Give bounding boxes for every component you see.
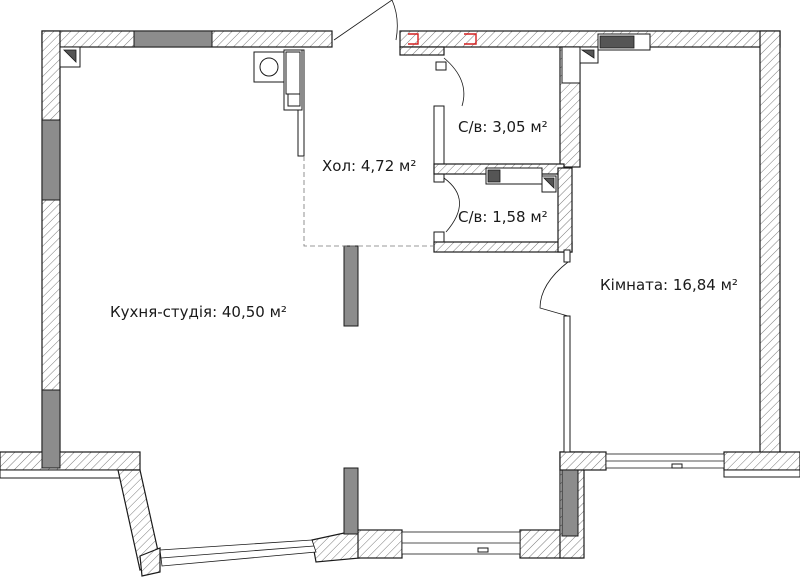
wall-bay-bottom-left [139, 547, 161, 577]
label-hall: Хол: 4,72 м² [322, 157, 416, 175]
wall-bath1-left [433, 105, 445, 183]
pipe-box-lower [287, 93, 301, 107]
ledge-line-right [723, 469, 800, 478]
column-top [133, 30, 213, 48]
label-bath2: С/в: 1,58 м² [458, 208, 548, 226]
wall-bath2-bottom [433, 241, 573, 253]
wall-room-left [563, 315, 571, 453]
door-entrance [333, 0, 398, 41]
column-bottom [343, 467, 359, 535]
room-labels: Кухня-студія: 40,50 м² Хол: 4,72 м² С/в:… [110, 118, 738, 321]
riser-marks [408, 33, 477, 45]
wall-room-stub [563, 249, 571, 263]
door-bath1 [443, 57, 465, 107]
wall-right [759, 30, 781, 454]
wall-bath2-right [557, 167, 573, 253]
column-left-lower [41, 389, 61, 469]
doors [303, 0, 569, 317]
interior-walls [59, 46, 599, 453]
window-bay-left [159, 539, 317, 567]
pipe-box [285, 51, 301, 95]
column-left-upper [41, 119, 61, 201]
hall-boundary [303, 156, 434, 247]
wall-bottom-right-ledge2 [723, 451, 800, 471]
wall-bay-bottom-mid [311, 529, 361, 563]
windows [159, 453, 725, 567]
exterior-walls [0, 30, 800, 577]
wall-bath-top-left [399, 46, 445, 56]
wall-bay-bottom-right [357, 529, 403, 559]
fixtures [253, 33, 651, 193]
riser-mark-left [408, 33, 419, 45]
wall-bottom-left-ledge [0, 451, 141, 471]
column-bay-right [561, 469, 579, 537]
door-bath2 [443, 177, 460, 233]
door-room [539, 261, 569, 317]
label-bath1: С/в: 3,05 м² [458, 118, 548, 136]
label-kitchen: Кухня-студія: 40,50 м² [110, 303, 287, 321]
riser-mark-right [464, 33, 477, 45]
label-room: Кімната: 16,84 м² [600, 276, 738, 294]
wall-top-right [399, 30, 781, 48]
column-center [343, 245, 359, 327]
boiler-circle [259, 57, 279, 77]
wall-bottom-right-ledge [559, 451, 607, 471]
